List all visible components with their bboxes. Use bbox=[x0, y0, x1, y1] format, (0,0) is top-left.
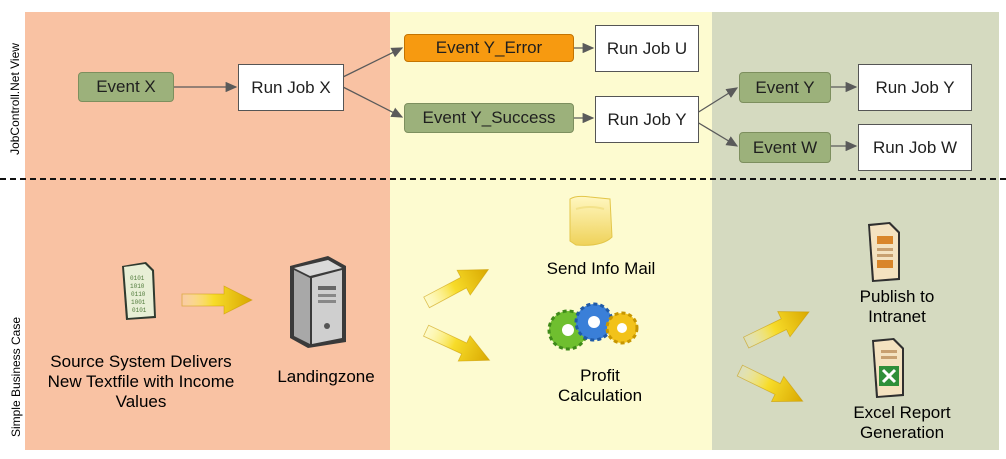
svg-text:0101: 0101 bbox=[130, 275, 145, 282]
event-w[interactable]: Event W bbox=[739, 132, 831, 163]
caption-excel-line1: Excel Report bbox=[853, 403, 951, 422]
caption-send-info-mail: Send Info Mail bbox=[546, 259, 656, 278]
line-job-y-to-event-w bbox=[696, 121, 739, 147]
caption-excel-report: Excel Report Generation bbox=[832, 403, 972, 443]
run-job-y-mid[interactable]: Run Job Y bbox=[595, 96, 699, 143]
mail-note-icon bbox=[569, 195, 613, 246]
caption-source-system: Source System Delivers New Textfile with… bbox=[30, 352, 252, 412]
view-divider bbox=[0, 178, 1006, 180]
binary-text-file-icon: 0101 1010 0110 1001 0101 bbox=[122, 262, 156, 320]
caption-excel-line2: Generation bbox=[859, 423, 945, 442]
line-job-x-to-success bbox=[342, 86, 404, 118]
caption-source-line2: New Textfile with Income bbox=[47, 372, 235, 391]
svg-text:0110: 0110 bbox=[131, 291, 146, 298]
caption-publish-intranet: Publish to Intranet bbox=[832, 287, 962, 327]
caption-profit-line1: Profit bbox=[580, 366, 620, 385]
caption-landingzone: Landingzone bbox=[277, 367, 375, 386]
caption-profit-calculation: Profit Calculation bbox=[530, 366, 670, 406]
excel-document-icon bbox=[872, 338, 904, 398]
event-y[interactable]: Event Y bbox=[739, 72, 831, 103]
event-y-success[interactable]: Event Y_Success bbox=[404, 103, 574, 133]
yellow-arrow-icon bbox=[733, 357, 810, 415]
caption-source-line1: Source System Delivers bbox=[50, 352, 232, 371]
yellow-arrow-icon bbox=[419, 317, 496, 374]
svg-text:1010: 1010 bbox=[130, 283, 145, 290]
gears-icon bbox=[547, 302, 639, 351]
caption-source-line3: Values bbox=[115, 392, 167, 411]
caption-publish-line2: Intranet bbox=[868, 307, 926, 326]
panel-processing bbox=[390, 12, 712, 450]
event-x[interactable]: Event X bbox=[78, 72, 174, 102]
run-job-w[interactable]: Run Job W bbox=[858, 124, 972, 171]
svg-text:0101: 0101 bbox=[132, 307, 147, 314]
svg-text:1001: 1001 bbox=[131, 299, 146, 306]
line-job-y-to-event-y bbox=[696, 87, 739, 114]
server-icon bbox=[290, 256, 346, 348]
yellow-arrow-icon bbox=[181, 285, 253, 315]
run-job-x[interactable]: Run Job X bbox=[238, 64, 344, 111]
caption-profit-line2: Calculation bbox=[557, 386, 643, 405]
yellow-arrow-icon bbox=[419, 256, 496, 316]
run-job-y-right[interactable]: Run Job Y bbox=[858, 64, 972, 111]
run-job-u[interactable]: Run Job U bbox=[595, 25, 699, 72]
document-icon bbox=[868, 222, 900, 282]
yellow-arrow-icon bbox=[739, 298, 816, 356]
event-y-error[interactable]: Event Y_Error bbox=[404, 34, 574, 62]
caption-publish-line1: Publish to bbox=[859, 287, 935, 306]
line-job-x-to-error bbox=[342, 47, 404, 78]
